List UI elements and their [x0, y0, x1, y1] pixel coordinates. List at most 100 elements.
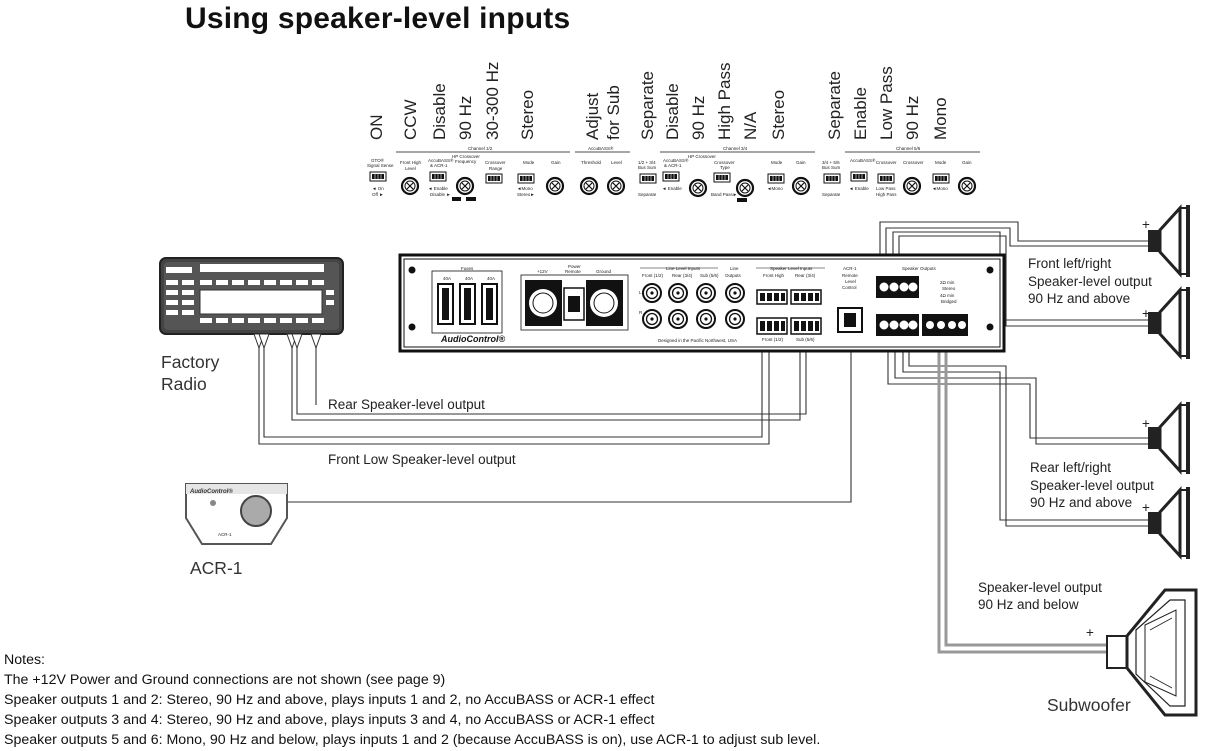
rca-front-l[interactable]	[642, 283, 662, 303]
label-mode-3: Mode	[935, 160, 947, 165]
label-accubass-ch34: AccuBASS®	[663, 157, 689, 163]
lp-frequency-ch34-knob[interactable]	[735, 178, 755, 198]
setting-lp-freq-ch34: N/A	[741, 111, 760, 140]
gain-ch34-knob[interactable]	[791, 176, 811, 196]
rear-lr-label-1: Rear left/right	[1030, 460, 1111, 475]
label-crossover: Crossover	[485, 160, 506, 165]
speaker-rear-right	[1146, 485, 1192, 561]
front-high-level-knob[interactable]	[400, 176, 420, 196]
accubass-ch56-switch[interactable]	[850, 171, 868, 182]
acr-knob[interactable]	[240, 495, 272, 527]
label-accubass-ch56: AccuBASS®	[850, 157, 876, 163]
setting-gto: ON	[367, 115, 386, 141]
plus-rear-right: +	[1142, 500, 1150, 515]
label-enable: ◄ Enable	[428, 186, 448, 191]
label-remote-level: Remote	[842, 273, 858, 278]
notes: Notes: The +12V Power and Ground connect…	[4, 650, 820, 750]
crossover-type-ch56-switch[interactable]	[877, 173, 895, 184]
mode-ch56-switch[interactable]	[932, 173, 950, 184]
subwoofer	[1106, 588, 1198, 717]
label-line-inputs: Line Level Inputs	[666, 266, 701, 271]
setting-crossover-range: 30-300 Hz	[483, 62, 502, 140]
setting-cross-type-ch34: High Pass	[715, 63, 734, 140]
crossover-type-ch34-switch[interactable]	[713, 172, 731, 183]
label-fuse1: 40A	[443, 276, 451, 281]
subwoofer-label: Subwoofer	[1047, 695, 1131, 715]
rca-front-r[interactable]	[642, 309, 662, 329]
accubass-level-knob[interactable]	[606, 176, 626, 196]
factory-radio-label-1: Factory	[161, 352, 220, 372]
label-frequency: Frequency	[455, 159, 477, 164]
rear-lr-label-2: Speaker-level output	[1030, 478, 1154, 493]
frequency-ch56-knob[interactable]	[902, 176, 922, 196]
label-accubass-acr: AccuBASS®	[428, 157, 454, 163]
label-rear34b: Rear (3/4)	[795, 273, 816, 278]
label-bus-sum-1: Bus Sum	[638, 165, 657, 170]
accubass-threshold-knob[interactable]	[579, 176, 599, 196]
sub-output-label-1: Speaker-level output	[978, 580, 1102, 595]
hp-frequency-ch34-knob[interactable]	[688, 178, 708, 198]
setting-hp-freq-ch34: 90 Hz	[689, 96, 708, 140]
accubass-ch34-switch[interactable]	[662, 171, 680, 182]
rca-sub-l[interactable]	[696, 283, 716, 303]
label-mode-1: Mode	[523, 160, 535, 165]
acr1-remote: AudioControl® ACR-1	[185, 483, 288, 545]
label-enable-ch34: ◄ Enable	[662, 186, 682, 191]
label-mono-2: ◄Mono	[767, 186, 783, 191]
label-12v: +12V	[537, 269, 548, 274]
rear-lr-label-3: 90 Hz and above	[1030, 495, 1132, 510]
label-sub56b: Sub (5/6)	[796, 337, 815, 342]
amp-brand: AudioControl®	[440, 334, 505, 344]
amplifier: Fuses 40A 40A 40A +12V Power Remote Grou…	[398, 253, 1006, 353]
rca-out-r[interactable]	[725, 309, 745, 329]
label-mode-2: Mode	[771, 160, 783, 165]
label-threshold: Threshold	[581, 160, 602, 165]
accubass-ch12-switch[interactable]	[429, 171, 447, 182]
bus-sum-12-34-switch[interactable]	[639, 173, 657, 184]
gain-ch56-knob[interactable]	[957, 176, 977, 196]
label-speaker-outputs: Speaker Outputs	[902, 266, 937, 271]
setting-threshold-2: for Sub	[604, 85, 623, 140]
mode-ch34-switch[interactable]	[767, 173, 785, 184]
hp-frequency-knob[interactable]	[455, 176, 475, 196]
mode-ch12-switch[interactable]	[517, 173, 535, 184]
rca-sub-r[interactable]	[696, 309, 716, 329]
label-sum-34-56: 3/4 + 5/6	[822, 160, 840, 165]
label-signal-sense: Signal Sense	[367, 163, 394, 168]
front-lr-label-3: 90 Hz and above	[1028, 291, 1130, 306]
label-gain-3: Gain	[962, 160, 972, 165]
bus-sum-34-56-switch[interactable]	[823, 173, 841, 184]
label-power: Power	[568, 264, 581, 269]
front-lr-label-2: Speaker-level output	[1028, 274, 1152, 289]
label-front-high: Front High	[763, 273, 785, 278]
rca-rear-l[interactable]	[668, 283, 688, 303]
crossover-range-switch[interactable]	[485, 173, 503, 184]
label-band-pass: Band Pass►	[711, 192, 737, 197]
acr-brand: AudioControl®	[189, 488, 233, 495]
label-high-pass: High Pass	[876, 192, 897, 197]
label-stereo-out: Stereo	[942, 286, 956, 291]
factory-radio-label-2: Radio	[161, 374, 207, 394]
label-range: Range	[489, 166, 503, 171]
speaker-front-left	[1146, 203, 1192, 279]
label-control: Control	[842, 285, 857, 290]
rca-rear-r[interactable]	[668, 309, 688, 329]
label-on: ◄ On	[372, 186, 384, 191]
rca-out-l[interactable]	[725, 283, 745, 303]
gain-ch12-knob[interactable]	[545, 176, 565, 196]
setting-freq-ch56: 90 Hz	[903, 96, 922, 140]
page-title: Using speaker-level inputs	[185, 2, 571, 35]
label-acr1: & ACR-1	[430, 163, 448, 168]
gto-switch[interactable]	[369, 171, 387, 182]
label-level-accubass: Level	[611, 160, 622, 165]
setting-mode-ch56: Mono	[931, 97, 950, 140]
label-channel56: Channel 5/6	[896, 146, 921, 151]
sub-wiring	[937, 338, 1108, 654]
label-sum-12-34: 1/2 + 3/4	[638, 160, 656, 165]
label-front-high: Front High	[400, 160, 422, 165]
label-disable: Disable ►	[430, 192, 451, 197]
label-cross-type-ch34: Crossover	[714, 160, 735, 165]
label-remote: Remote	[565, 269, 581, 274]
factory-radio	[159, 257, 344, 350]
